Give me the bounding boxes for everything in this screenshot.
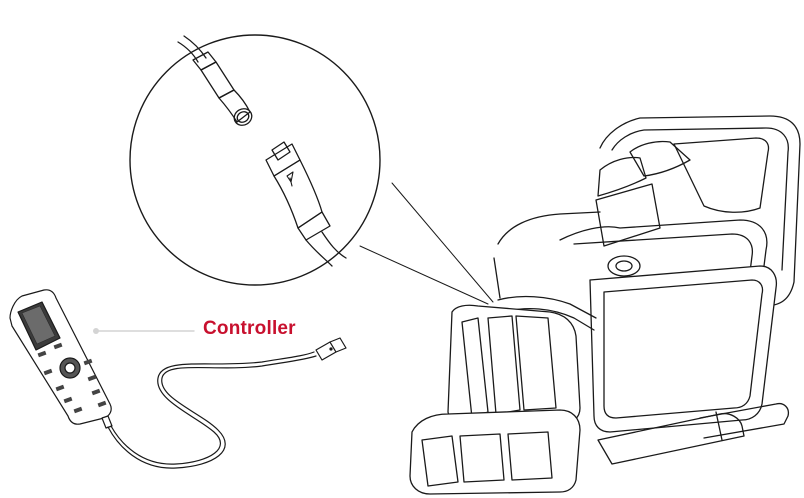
connector-plug-icon [266, 142, 346, 266]
controller-label: Controller [203, 318, 296, 340]
connector-socket-icon [178, 36, 255, 128]
zoom-magnifier-circle [130, 35, 493, 304]
remote-controller-icon [10, 290, 112, 428]
controller-cable [108, 338, 346, 468]
massage-chair-illustration [410, 116, 800, 494]
label-leader-line [93, 328, 194, 334]
